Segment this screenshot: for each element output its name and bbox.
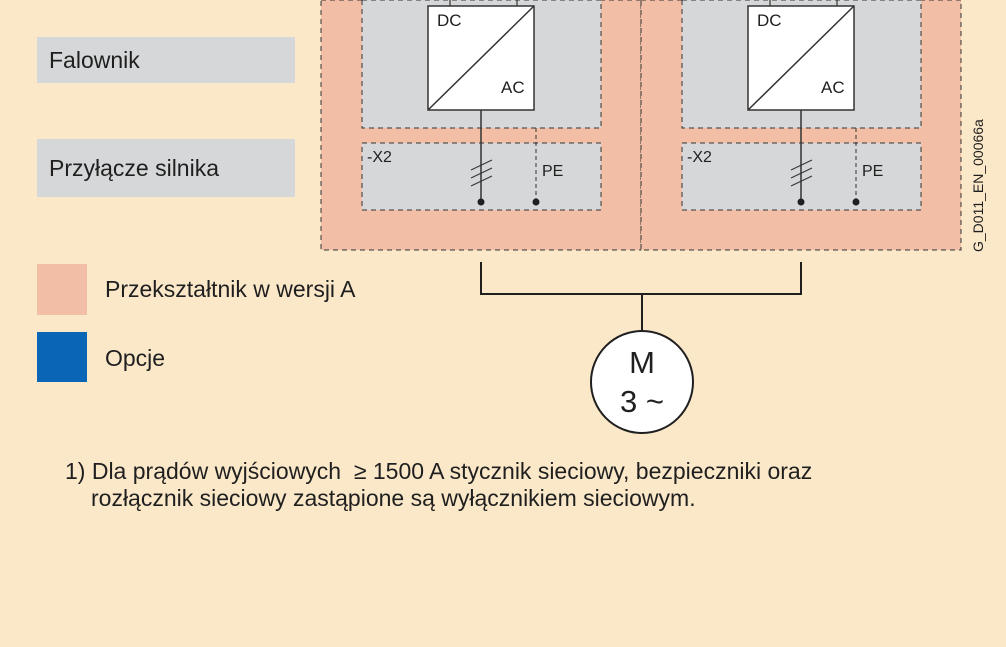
ac-label-2: AC [821,78,845,97]
legend-converter-swatch [37,264,87,315]
legend-options-text: Opcje [105,345,166,371]
terminal-dot-2b [852,198,860,206]
terminal-dot-2a [797,198,805,206]
inverter-label-text: Falownik [49,46,140,73]
motor-feed-bus [480,262,802,295]
footnote: 1) Dla prądów wyjściowych ≥ 1500 A stycz… [65,458,965,512]
terminal-label-1: -X2 [367,149,392,166]
phase-tick-1a [470,159,493,171]
phase-tick-1b [470,167,493,179]
ac-label-1: AC [501,78,525,97]
terminal-dot-1b [532,198,540,206]
converter-unit-2: DC AC -X2 PE [681,0,922,211]
motor-connection-label: Przyłącze silnika [37,139,295,197]
footnote-line1: 1) Dla prądów wyjściowych ≥ 1500 A stycz… [65,458,813,484]
dc-label-2: DC [757,11,782,30]
inverter-label: Falownik [37,37,295,83]
terminal-dot-1a [477,198,485,206]
inverter-diagonal-2 [747,5,855,111]
terminal-label-2: -X2 [687,149,712,166]
converter-unit-1: DC AC -X2 PE [361,0,602,211]
motor-connection-label-text: Przyłącze silnika [49,154,219,181]
phase-tick-2b [790,167,813,179]
phase-tick-2a [790,159,813,171]
legend-options-swatch [37,332,87,382]
motor-label-line2: 3 ~ [620,384,664,419]
dc-label-1: DC [437,11,462,30]
motor-label-line1: M [629,345,655,380]
pe-label-2: PE [862,163,883,180]
figure-id: G_D011_EN_00066a [970,119,986,252]
phase-tick-1c [470,175,493,187]
footnote-line2: rozłącznik sieciowy zastąpione są wyłącz… [91,485,696,511]
legend-converter-text: Przekształtnik w wersji A [105,276,356,302]
motor-symbol [590,330,694,434]
inverter-diagonal-1 [427,5,535,111]
pe-label-1: PE [542,163,563,180]
phase-tick-2c [790,175,813,187]
